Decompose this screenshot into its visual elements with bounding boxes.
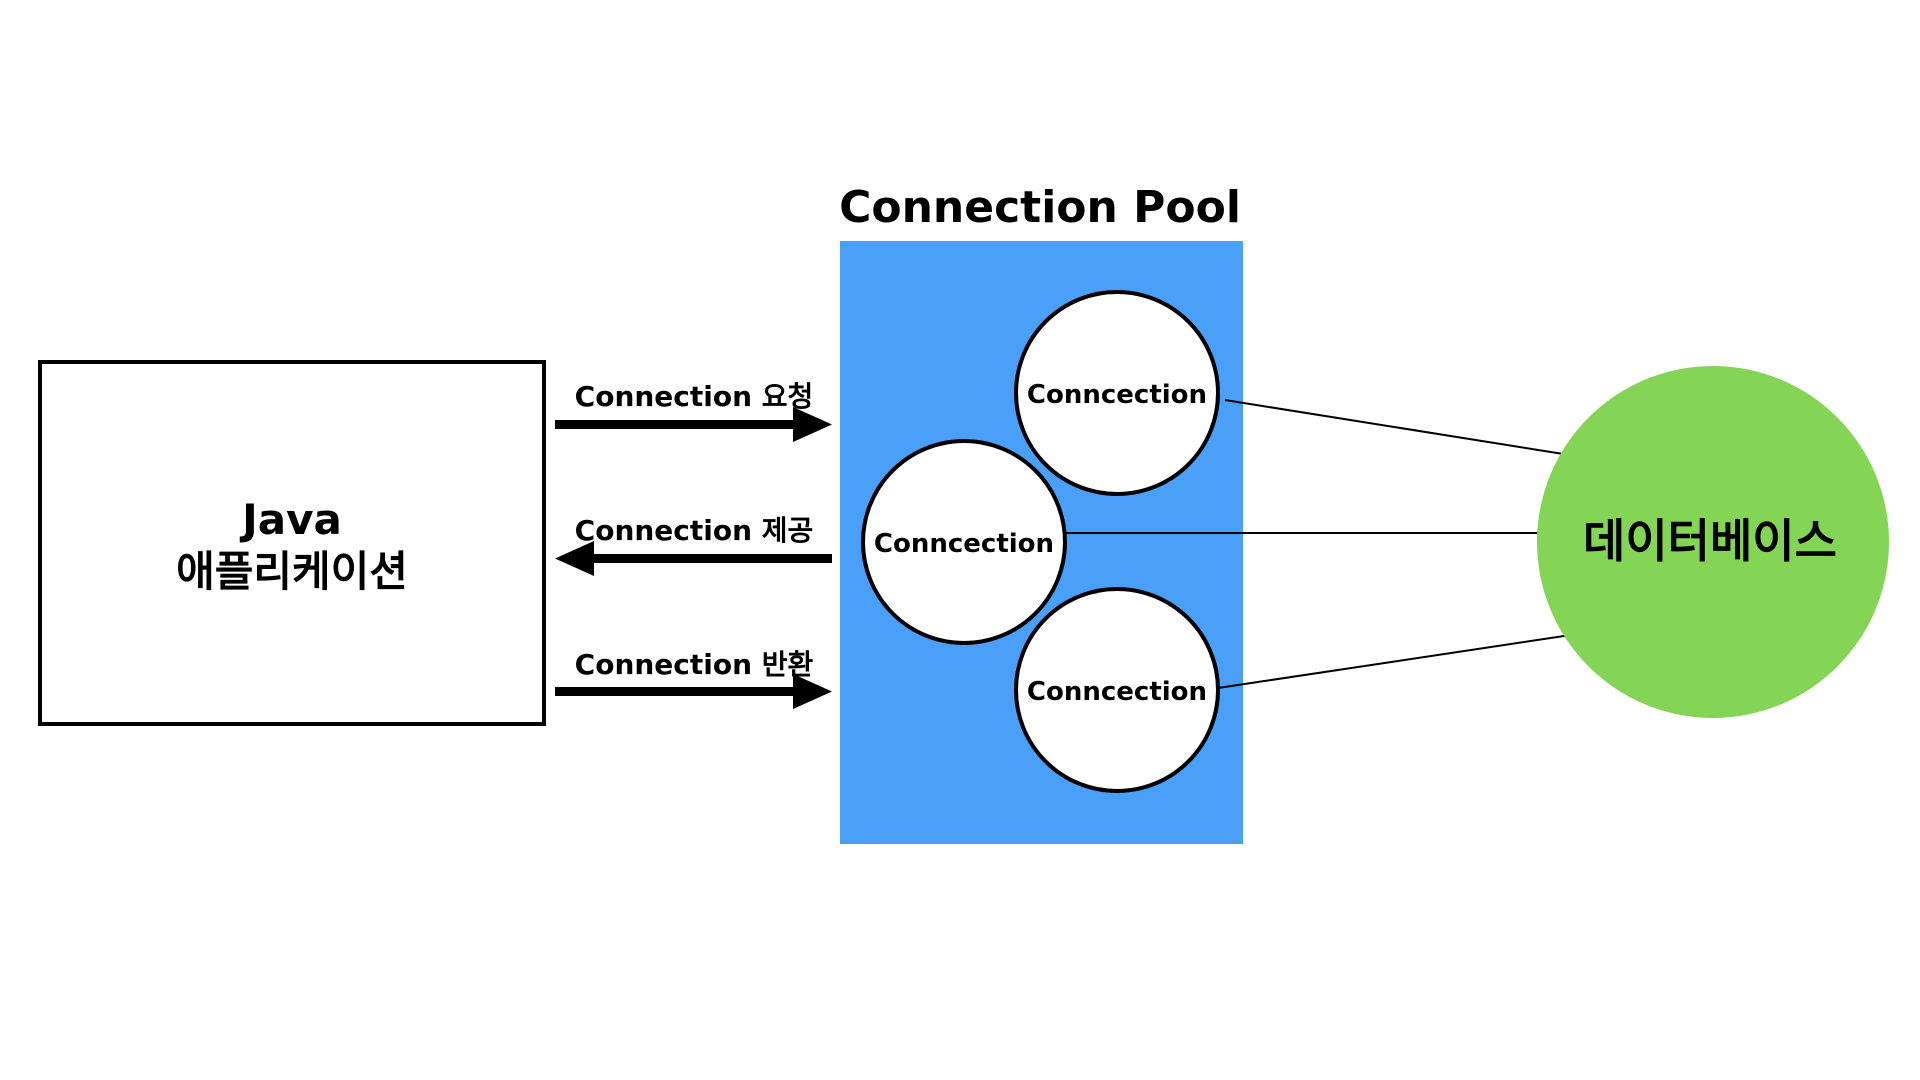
- request-arrow-head: [793, 407, 832, 442]
- link-bottom: [1217, 632, 1585, 689]
- connection-circle-bottom: [1014, 587, 1220, 793]
- request-arrow-shaft: [555, 420, 797, 429]
- connection-pool: Connection Pool Conncection Conncection …: [839, 182, 1243, 844]
- return-arrow: Connection 반환: [555, 648, 832, 709]
- connection-circle-top: [1014, 290, 1220, 496]
- database-links: [1066, 399, 1585, 689]
- java-application-label-line1: Java: [239, 495, 342, 544]
- request-arrow: Connection 요청: [555, 380, 832, 442]
- java-application: Java 애플리케이션: [38, 360, 546, 726]
- provide-arrow-head: [555, 541, 594, 576]
- provide-arrow-label: Connection 제공: [575, 514, 814, 547]
- connection-label-top: Conncection: [1027, 380, 1207, 410]
- database-label: 데이터베이스: [1583, 514, 1837, 568]
- connection-pool-title: Connection Pool: [839, 182, 1241, 233]
- provide-arrow-shaft: [590, 554, 832, 563]
- return-arrow-shaft: [555, 687, 797, 696]
- connection-label-bottom: Conncection: [1027, 677, 1207, 707]
- return-arrow-head: [793, 674, 832, 709]
- return-arrow-label: Connection 반환: [575, 648, 814, 681]
- request-arrow-label: Connection 요청: [575, 380, 814, 413]
- database: 데이터베이스: [1537, 366, 1889, 718]
- connection-circle-middle: [861, 439, 1067, 645]
- java-application-label-line2: 애플리케이션: [176, 547, 408, 596]
- database-circle: [1537, 366, 1889, 718]
- connection-label-middle: Conncection: [874, 529, 1054, 559]
- provide-arrow: Connection 제공: [555, 514, 832, 576]
- link-top: [1224, 399, 1577, 457]
- java-application-box: [38, 360, 546, 726]
